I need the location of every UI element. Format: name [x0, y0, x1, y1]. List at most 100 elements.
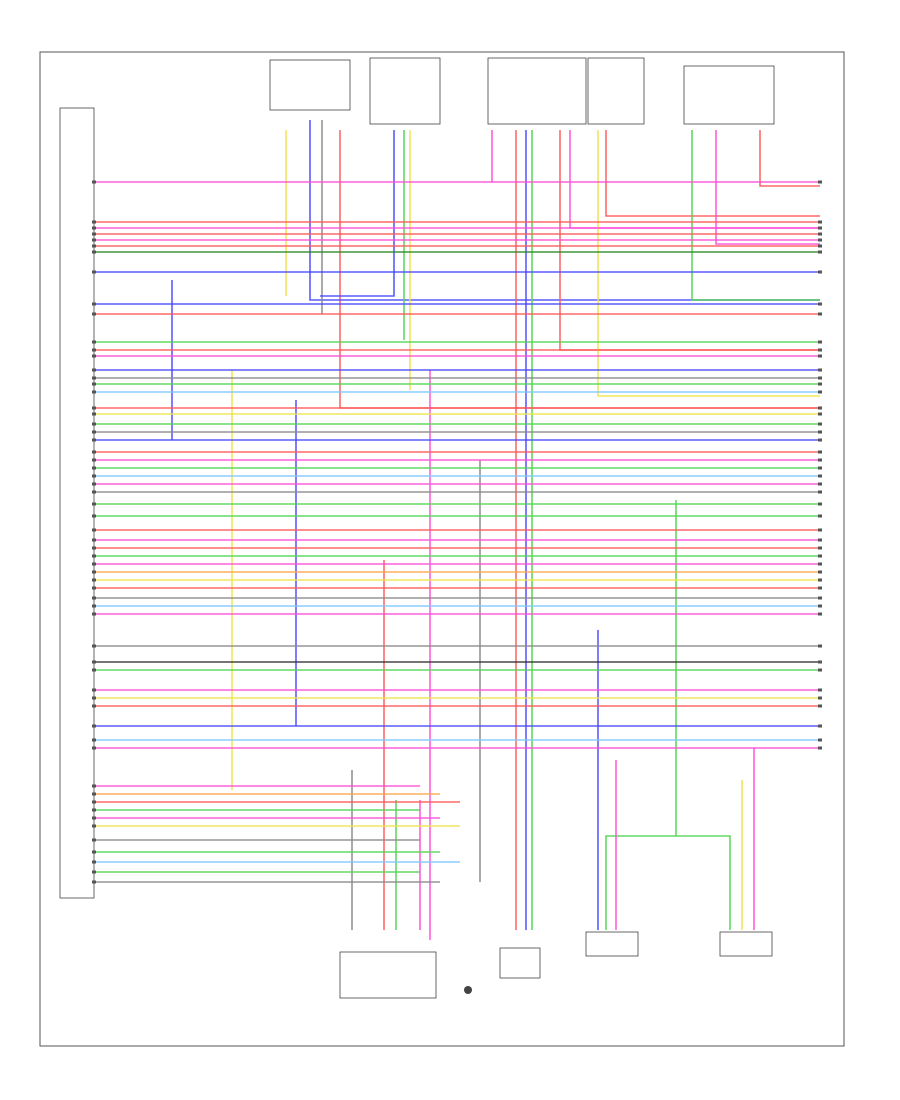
vwire-5	[320, 130, 395, 297]
top-module-3	[487, 57, 587, 125]
right-pin-20	[818, 422, 822, 426]
right-pin-29	[818, 502, 822, 506]
top-module-1	[269, 59, 351, 111]
bottom-component-2	[499, 947, 541, 979]
right-pin-18	[818, 406, 822, 410]
bottom-component-5	[719, 931, 773, 957]
bottom-component-4	[585, 931, 639, 957]
left-pin-37	[92, 578, 96, 582]
right-pin-37	[818, 578, 822, 582]
left-pin-50	[92, 746, 96, 750]
left-pin-60	[92, 870, 96, 874]
left-pin-24	[92, 458, 96, 462]
left-pin-23	[92, 450, 96, 454]
left-pin-49	[92, 738, 96, 742]
left-pin-53	[92, 800, 96, 804]
left-pin-15	[92, 376, 96, 380]
top-module-5	[683, 65, 775, 125]
left-pin-41	[92, 612, 96, 616]
left-pin-34	[92, 554, 96, 558]
left-pin-1	[92, 180, 96, 184]
left-pin-33	[92, 546, 96, 550]
right-pin-19	[818, 412, 822, 416]
right-pin-34	[818, 554, 822, 558]
left-pin-17	[92, 390, 96, 394]
right-pin-45	[818, 688, 822, 692]
diagram-frame	[39, 51, 845, 1047]
top-module-4	[587, 57, 645, 125]
bottom-wires	[94, 785, 460, 883]
right-pin-11	[818, 340, 822, 344]
left-pin-58	[92, 850, 96, 854]
left-pin-8	[92, 270, 96, 274]
right-pin-23	[818, 450, 822, 454]
vwire-13	[569, 130, 820, 229]
left-pin-48	[92, 724, 96, 728]
left-pin-56	[92, 824, 96, 828]
left-pin-45	[92, 688, 96, 692]
left-pin-44	[92, 668, 96, 672]
left-pin-46	[92, 696, 96, 700]
vwire-3	[309, 120, 820, 301]
left-module-box	[59, 107, 95, 899]
left-pin-54	[92, 808, 96, 812]
right-pin-9	[818, 302, 822, 306]
left-pin-61	[92, 880, 96, 884]
vwire-16	[691, 130, 820, 301]
ground-symbol	[464, 986, 472, 994]
left-pin-7	[92, 250, 96, 254]
left-pin-2	[92, 220, 96, 224]
right-pin-50	[818, 746, 822, 750]
right-pin-47	[818, 704, 822, 708]
right-pin-24	[818, 458, 822, 462]
left-pin-6	[92, 244, 96, 248]
right-pin-13	[818, 354, 822, 358]
right-pin-44	[818, 668, 822, 672]
vwire-18	[759, 130, 820, 187]
right-pin-1	[818, 180, 822, 184]
right-pin-35	[818, 562, 822, 566]
right-pin-36	[818, 570, 822, 574]
vwire-15	[605, 130, 820, 217]
right-pin-21	[818, 430, 822, 434]
right-pin-38	[818, 586, 822, 590]
left-pin-39	[92, 596, 96, 600]
right-pin-46	[818, 696, 822, 700]
right-pin-17	[818, 390, 822, 394]
left-pin-4	[92, 232, 96, 236]
vwire-22	[676, 835, 731, 930]
left-pin-13	[92, 354, 96, 358]
bottom-component-1	[339, 951, 437, 999]
left-pin-52	[92, 792, 96, 796]
right-pin-41	[818, 612, 822, 616]
horizontal-wires	[94, 181, 820, 749]
right-pin-3	[818, 226, 822, 230]
left-pin-22	[92, 438, 96, 442]
left-pin-27	[92, 482, 96, 486]
right-pin-5	[818, 238, 822, 242]
left-pin-26	[92, 474, 96, 478]
right-pin-32	[818, 538, 822, 542]
left-pin-43	[92, 660, 96, 664]
left-pin-9	[92, 302, 96, 306]
right-pin-12	[818, 348, 822, 352]
top-module-2	[369, 57, 441, 125]
left-pin-55	[92, 816, 96, 820]
right-pin-27	[818, 482, 822, 486]
right-pin-8	[818, 270, 822, 274]
left-pin-25	[92, 466, 96, 470]
left-pin-30	[92, 514, 96, 518]
left-pin-42	[92, 644, 96, 648]
right-pin-43	[818, 660, 822, 664]
left-pin-36	[92, 570, 96, 574]
left-pin-20	[92, 422, 96, 426]
left-pin-32	[92, 538, 96, 542]
right-pin-16	[818, 382, 822, 386]
left-pin-28	[92, 490, 96, 494]
right-pin-2	[818, 220, 822, 224]
right-pin-6	[818, 244, 822, 248]
vwire-17	[715, 130, 820, 245]
left-pin-57	[92, 838, 96, 842]
